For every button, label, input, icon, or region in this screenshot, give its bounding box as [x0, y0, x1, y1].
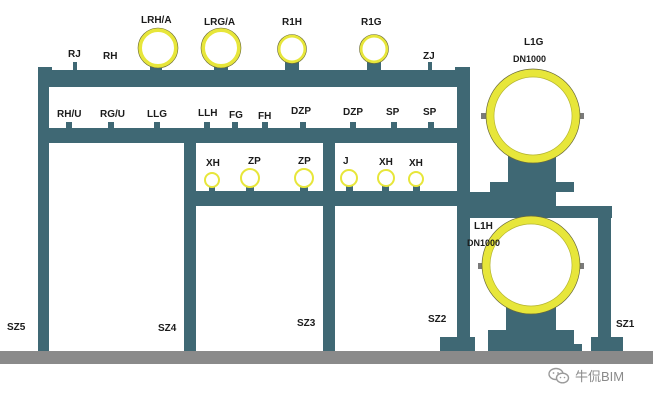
row-2-pipes: [204, 168, 424, 188]
pipe-xh-2: [377, 169, 395, 187]
pipe-r1g: [359, 34, 389, 64]
pipe-l1h: [478, 215, 584, 315]
label-xh-1: XH: [206, 158, 220, 169]
pipe-lrg-a: [201, 28, 241, 68]
watermark: 牛侃BIM: [548, 366, 624, 385]
stub-j: [346, 186, 353, 191]
label-zj: ZJ: [423, 51, 435, 62]
pipe-lrh-a: [138, 28, 178, 68]
label-r1h: R1H: [282, 17, 303, 28]
stand-r1h: [285, 60, 299, 70]
stub-fh: [262, 122, 268, 128]
stub-fg: [232, 122, 238, 128]
label-sz1: SZ1: [616, 319, 635, 330]
stub-zp1: [246, 186, 254, 191]
top-pipes: [138, 28, 389, 68]
label-r1g: R1G: [361, 17, 382, 28]
stub-dzp2: [350, 122, 356, 128]
stub-rg-u: [108, 122, 114, 128]
stub-rj: [73, 62, 77, 70]
label-rh-u: RH/U: [57, 109, 82, 120]
pipe-zp-2: [294, 168, 314, 188]
label-l1g-size: DN1000: [513, 54, 547, 64]
label-sz2: SZ2: [428, 314, 447, 325]
column-sz2: [457, 70, 470, 351]
label-xh-3: XH: [409, 158, 423, 169]
pipe-l1g-lug-left: [481, 113, 489, 119]
label-rj: RJ: [68, 49, 81, 60]
pipe-r1h: [277, 34, 307, 64]
base-sz2: [440, 337, 475, 351]
beam-row-1: [38, 128, 470, 143]
pipe-xh-3: [408, 171, 424, 187]
label-zp-2: ZP: [298, 156, 311, 167]
label-sz3: SZ3: [297, 318, 316, 329]
pipe-zp-1: [240, 168, 260, 188]
stub-sp2: [428, 122, 434, 128]
label-sp-2: SP: [423, 107, 437, 118]
label-lrh-a: LRH/A: [141, 15, 172, 26]
stub-zj: [428, 62, 432, 70]
label-j: J: [343, 156, 349, 167]
label-sz5: SZ5: [7, 322, 26, 333]
label-dzp-1: DZP: [291, 106, 311, 117]
label-rh: RH: [103, 51, 118, 62]
stand-r1g: [367, 60, 381, 70]
column-sz5: [38, 70, 49, 351]
pipe-xh-1: [204, 172, 220, 188]
label-lrg-a: LRG/A: [204, 17, 236, 28]
label-fg: FG: [229, 110, 243, 121]
stub-dzp1: [300, 122, 306, 128]
watermark-text: 牛侃BIM: [575, 369, 625, 384]
stub-rh-u: [66, 122, 72, 128]
wechat-icon: [548, 367, 570, 385]
label-sz4: SZ4: [158, 323, 177, 334]
beam-right-lower: [470, 206, 612, 218]
column-sz3: [323, 143, 335, 351]
label-rg-u: RG/U: [100, 109, 125, 120]
pipe-l1g: [481, 68, 584, 164]
label-l1g-name: L1G: [524, 37, 544, 48]
l1g-saddle-step-left: [490, 182, 508, 192]
top-pipes-outline: [137, 27, 389, 69]
pipe-rack-structure: [38, 60, 623, 351]
column-sz1: [598, 206, 611, 351]
beam-to-l1g: [456, 192, 556, 206]
label-zp-1: ZP: [248, 156, 261, 167]
stub-llg: [154, 122, 160, 128]
stub-xh1: [209, 186, 215, 191]
top-beam: [38, 70, 470, 87]
pipe-j: [340, 169, 358, 187]
label-l1h-name: L1H: [474, 221, 493, 232]
label-llh: LLH: [198, 108, 218, 119]
column-sz4: [184, 128, 196, 351]
label-sp-1: SP: [386, 107, 400, 118]
stub-zp2: [300, 186, 308, 191]
base-sz1: [591, 337, 623, 351]
stub-llh: [204, 122, 210, 128]
stub-xh3: [413, 186, 420, 191]
stub-xh2: [382, 186, 389, 191]
label-l1h-size: DN1000: [467, 238, 501, 248]
stub-sp1: [391, 122, 397, 128]
ground-slab: [0, 351, 653, 364]
l1h-saddle-plate: [496, 344, 582, 351]
label-fh: FH: [258, 111, 272, 122]
l1g-saddle-step-right: [556, 182, 574, 192]
label-xh-2: XH: [379, 157, 393, 168]
label-dzp-2: DZP: [343, 107, 363, 118]
label-llg: LLG: [147, 109, 167, 120]
